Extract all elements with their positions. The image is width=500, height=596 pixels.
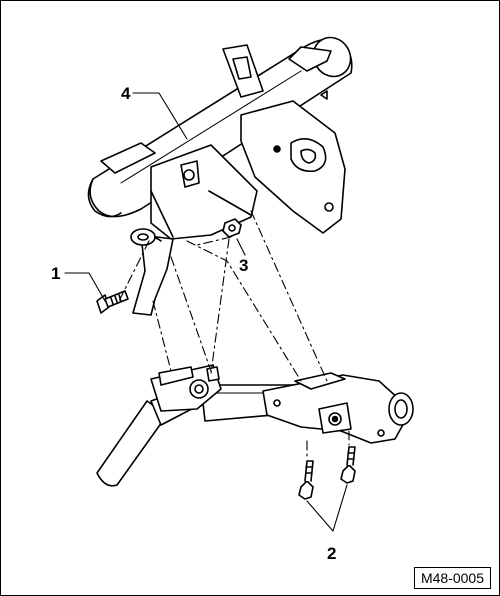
reference-code-label: M48-0005 xyxy=(413,567,491,589)
mounting-bracket xyxy=(100,142,258,240)
column-housing xyxy=(262,372,414,444)
callout-3: 3 xyxy=(239,256,249,275)
leader-lines xyxy=(64,92,348,532)
bolts-2 xyxy=(298,446,356,500)
alignment-lines xyxy=(118,210,350,460)
hex-nut-3 xyxy=(222,218,242,238)
upper-bracket-tab xyxy=(222,44,332,98)
side-plate-bracket xyxy=(240,90,346,234)
universal-joint xyxy=(150,364,222,412)
callout-2: 2 xyxy=(327,544,337,563)
lower-hanger-bracket xyxy=(130,228,174,316)
callout-4: 4 xyxy=(121,84,131,103)
callout-1: 1 xyxy=(51,264,61,283)
